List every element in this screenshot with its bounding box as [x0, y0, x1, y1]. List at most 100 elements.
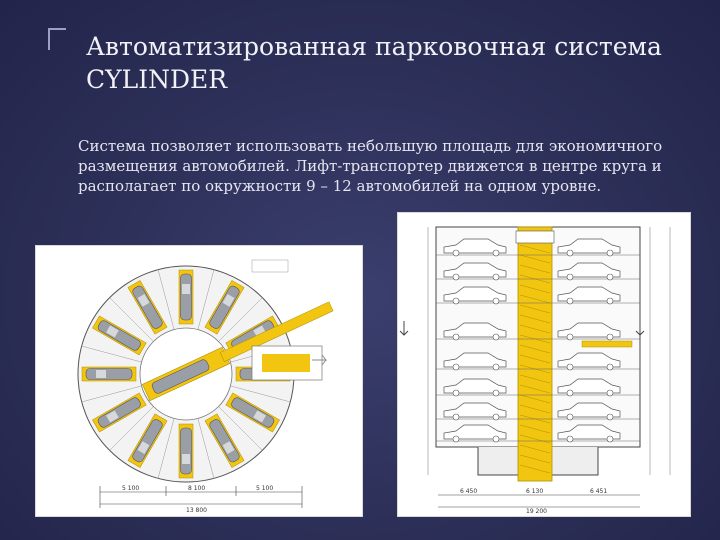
car-window: [106, 325, 119, 338]
section-dim-total: 19 200: [526, 508, 547, 515]
section-car: [443, 322, 507, 338]
section-car: [557, 322, 621, 338]
bay-divider: [109, 297, 154, 342]
car-wheel: [566, 435, 574, 443]
column-brace: [519, 314, 551, 324]
parking-bay: [178, 269, 215, 330]
column-brace: [519, 324, 551, 334]
arrow-icon: [312, 354, 328, 366]
car-wheel: [566, 389, 574, 397]
car-wheel: [566, 413, 574, 421]
column-brace: [519, 394, 551, 404]
section-car: [443, 424, 507, 440]
plan-view-drawing: 5 100 8 100 5 100 13 800: [77, 259, 334, 514]
car-wheel: [452, 333, 460, 341]
section-car: [443, 352, 507, 368]
entry-ramp: [219, 301, 334, 362]
column-brace: [519, 354, 551, 364]
bay-divider: [109, 406, 154, 451]
section-car: [443, 378, 507, 394]
bay-divider: [81, 345, 142, 363]
section-entry-pallet: [581, 340, 633, 348]
car-window: [106, 410, 119, 423]
bay-divider: [197, 418, 215, 479]
car-wheel: [452, 297, 460, 305]
slide-body-text: Система позволяет использовать небольшую…: [78, 137, 663, 195]
car-wheel: [606, 333, 614, 341]
bay-divider: [81, 385, 142, 403]
parking-bay: [81, 345, 142, 382]
section-car: [443, 402, 507, 418]
car-wheel: [566, 333, 574, 341]
car-window: [96, 370, 106, 378]
column-brace: [519, 384, 551, 394]
lift-car: [151, 359, 210, 394]
bay-divider: [157, 269, 175, 330]
column-brace: [519, 244, 551, 254]
lift-car-top: [515, 230, 555, 244]
section-car: [443, 238, 507, 254]
car-window: [182, 454, 190, 464]
car-wheel: [492, 297, 500, 305]
bay-divider: [197, 269, 215, 330]
car-window: [137, 441, 150, 454]
callout-box: [251, 259, 289, 273]
car-window: [222, 294, 235, 307]
section-view-figure: 6 450 6 130 6 451 19 200: [398, 213, 690, 516]
car-wheel: [566, 363, 574, 371]
car-wheel: [606, 363, 614, 371]
car-wheel: [492, 389, 500, 397]
arrow-down-icon: [635, 321, 645, 336]
parking-bay: [109, 406, 168, 468]
column-brace: [519, 304, 551, 314]
slide-title: Автоматизированная парковочная система C…: [86, 30, 686, 96]
car-window: [222, 441, 235, 454]
column-brace: [519, 344, 551, 354]
column-brace: [519, 454, 551, 464]
title-line-1: Автоматизированная парковочная система: [86, 32, 662, 61]
car-wheel: [566, 273, 574, 281]
plan-dim-2: 8 100: [188, 485, 205, 492]
parking-bay: [127, 269, 175, 335]
parking-bay: [157, 418, 194, 479]
car-wheel: [606, 413, 614, 421]
section-car: [557, 352, 621, 368]
car-wheel: [606, 297, 614, 305]
car-wheel: [452, 273, 460, 281]
parking-bay: [197, 413, 245, 479]
entry-gate-pallet: [262, 354, 310, 372]
car-wheel: [606, 273, 614, 281]
car-wheel: [492, 249, 500, 257]
column-brace: [519, 294, 551, 304]
arrow-down-icon: [399, 321, 409, 336]
column-brace: [519, 464, 551, 474]
car-wheel: [452, 363, 460, 371]
car-wheel: [492, 363, 500, 371]
car-wheel: [606, 389, 614, 397]
section-car: [557, 238, 621, 254]
car-wheel: [606, 249, 614, 257]
column-brace: [519, 254, 551, 264]
plan-dim-total: 13 800: [186, 507, 207, 514]
section-car: [443, 262, 507, 278]
central-lift: [141, 301, 334, 402]
car-window: [137, 294, 150, 307]
plan-dim-1: 5 100: [122, 485, 139, 492]
section-dim-2: 6 130: [526, 488, 543, 495]
plan-dim-3: 5 100: [256, 485, 273, 492]
section-view-drawing: 6 450 6 130 6 451 19 200: [399, 226, 671, 515]
column-brace: [519, 444, 551, 454]
parking-bay: [218, 392, 280, 451]
section-car: [443, 286, 507, 302]
car-wheel: [566, 297, 574, 305]
plan-view-figure: 5 100 8 100 5 100 13 800: [36, 246, 362, 516]
column-brace: [519, 284, 551, 294]
bay-divider: [218, 406, 263, 451]
car: [85, 368, 133, 380]
car-wheel: [492, 273, 500, 281]
car-window: [253, 410, 266, 423]
column-brace: [519, 264, 551, 274]
section-car: [557, 262, 621, 278]
bay-divider: [157, 418, 175, 479]
car-wheel: [566, 249, 574, 257]
